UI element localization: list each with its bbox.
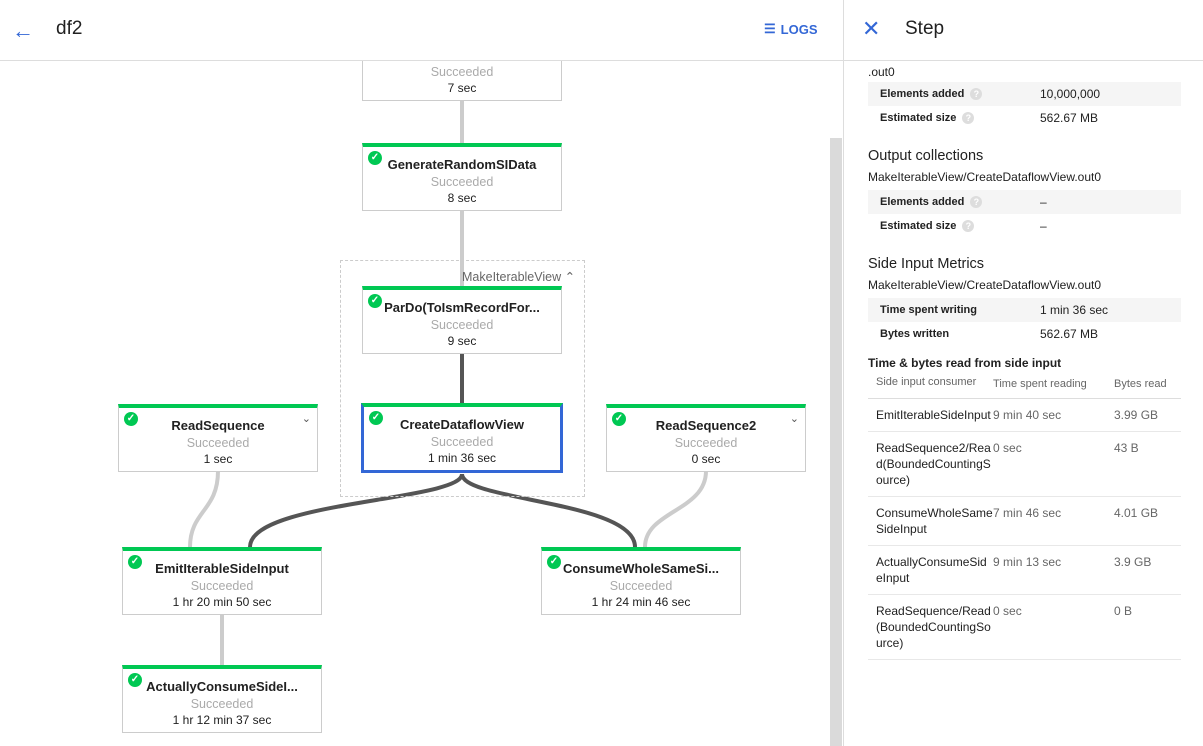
table-row: ReadSequence2/Read(BoundedCountingSource… (868, 432, 1181, 497)
collection-name-fragment: .out0 (868, 65, 895, 79)
back-arrow-icon[interactable]: ← (12, 18, 34, 43)
panel-title: Step (905, 18, 945, 39)
scrollbar[interactable] (830, 138, 842, 746)
section-title: Side Input Metrics (868, 256, 985, 272)
logs-button[interactable]: ☰LOGS (764, 21, 818, 37)
check-icon: ✓ (128, 555, 142, 569)
edge (188, 470, 220, 548)
collection-name: MakeIterableView/CreateDataflowView.out0 (868, 278, 1102, 292)
check-icon: ✓ (547, 555, 561, 569)
section-title: Time & bytes read from side input (868, 356, 1062, 370)
panel-header: ✕ Step (844, 0, 1203, 61)
section-title: Output collections (868, 148, 984, 164)
chevron-down-icon[interactable]: ⌄ (301, 413, 311, 425)
graph-edges (188, 101, 708, 665)
check-icon: ✓ (612, 412, 626, 426)
check-icon: ✓ (124, 412, 138, 426)
metric-row: Elements added?– (868, 190, 1181, 214)
check-icon: ✓ (369, 411, 383, 425)
help-icon[interactable]: ? (962, 220, 975, 232)
metric-row: Elements added?10,000,000 (868, 82, 1181, 106)
table-row: ReadSequence/Read(BoundedCountingSource)… (868, 595, 1181, 660)
group-makeiterableview (340, 260, 585, 497)
chevron-up-icon[interactable]: ⌃ (564, 270, 576, 284)
help-icon[interactable]: ? (970, 196, 983, 208)
group-label[interactable]: MakeIterableView ⌃ (462, 270, 576, 284)
edge (643, 470, 708, 548)
check-icon: ✓ (128, 673, 142, 687)
metric-row: Estimated size?– (880, 219, 1047, 233)
help-icon[interactable]: ? (962, 112, 975, 124)
chevron-down-icon[interactable]: ⌄ (789, 413, 799, 425)
list-icon: ☰ (764, 21, 776, 36)
header: ← df2 ☰LOGS (0, 0, 843, 61)
edge (248, 473, 464, 548)
check-icon: ✓ (368, 151, 382, 165)
close-icon[interactable]: ✕ (862, 16, 881, 41)
check-icon: ✓ (368, 294, 382, 308)
help-icon[interactable]: ? (970, 88, 983, 100)
edge (460, 473, 637, 548)
collection-name: MakeIterableView/CreateDataflowView.out0 (868, 170, 1102, 184)
step-panel: .out0 Elements added?10,000,000 Estimate… (843, 0, 1203, 746)
metric-row: Estimated size?562.67 MB (880, 111, 1099, 125)
job-title: df2 (56, 18, 83, 39)
